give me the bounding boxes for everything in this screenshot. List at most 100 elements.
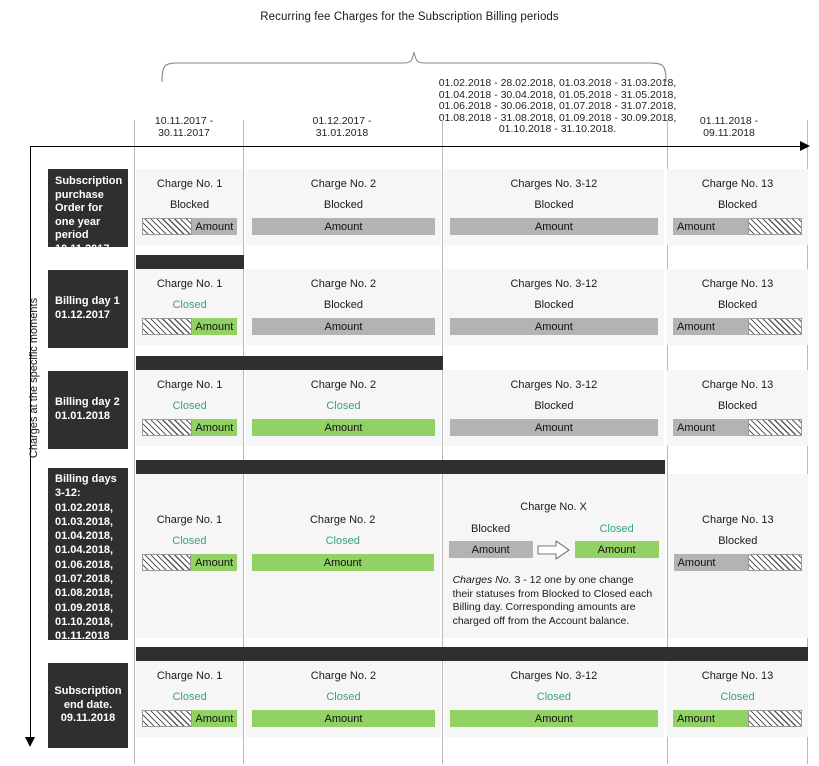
cell-charge-2[interactable]: Charge No. 2 Blocked Amount bbox=[246, 269, 441, 345]
column-tick-2 bbox=[243, 120, 244, 764]
charge-label: Charge No. X bbox=[520, 501, 587, 513]
amount-bar: Amount bbox=[449, 318, 659, 335]
amount-bar: Amount bbox=[673, 710, 802, 727]
amount-value: Amount bbox=[251, 554, 434, 571]
time-axis-line bbox=[30, 146, 808, 147]
amount-value: Amount bbox=[673, 419, 748, 436]
status-badge: Closed bbox=[325, 535, 360, 547]
charge-label: Charges No. 3-12 bbox=[510, 670, 598, 682]
status-badge: Closed bbox=[172, 535, 207, 547]
charge-label: Charge No. 1 bbox=[156, 514, 223, 526]
amount-value: Amount bbox=[448, 541, 533, 558]
charge-label: Charge No. 1 bbox=[156, 379, 223, 391]
amount-value: Amount bbox=[191, 419, 238, 436]
time-axis-arrow-icon bbox=[800, 141, 810, 151]
status-badge: Blocked bbox=[323, 199, 364, 211]
amount-bar: Amount bbox=[142, 710, 238, 727]
amount-bar-from: Amount bbox=[448, 541, 533, 558]
hatch-segment-icon bbox=[747, 419, 802, 436]
charge-label: Charge No. 1 bbox=[156, 670, 223, 682]
table-row: Charge No. 1 Closed Amount Charge No. 2 … bbox=[136, 460, 808, 647]
moment-label-day1: Billing day 1 01.12.2017 bbox=[48, 270, 128, 348]
charge-label: Charge No. 13 bbox=[701, 670, 774, 682]
amount-bar: Amount bbox=[142, 318, 238, 335]
cell-charge-transition[interactable]: Charge No. X Blocked Amount bbox=[442, 474, 665, 638]
amount-bar-to: Amount bbox=[574, 541, 659, 558]
cell-charge-13[interactable]: Charge No. 13 Blocked Amount bbox=[667, 169, 808, 245]
amount-bar: Amount bbox=[252, 710, 435, 727]
column-tick-1 bbox=[134, 120, 135, 764]
cell-charge-13[interactable]: Charge No. 13 Blocked Amount bbox=[667, 474, 808, 638]
moment-label-day2: Billing day 2 01.01.2018 bbox=[48, 371, 128, 449]
amount-value: Amount bbox=[252, 218, 435, 235]
status-badge: Blocked bbox=[323, 299, 364, 311]
cell-charge-3-12[interactable]: Charges No. 3-12 Blocked Amount bbox=[443, 169, 665, 245]
cell-charge-1[interactable]: Charge No. 1 Closed Amount bbox=[136, 474, 243, 638]
moment-label-days3-12: Billing days 3-12: 01.02.2018, 01.03.201… bbox=[48, 468, 128, 642]
transition-arrow-icon bbox=[533, 523, 575, 560]
status-badge: Closed bbox=[536, 691, 572, 703]
amount-bar: Amount bbox=[673, 554, 802, 571]
status-badge-to: Closed bbox=[599, 523, 634, 535]
cell-charge-13[interactable]: Charge No. 13 Blocked Amount bbox=[667, 269, 808, 345]
row-marker-bar bbox=[136, 255, 244, 269]
cell-charge-13[interactable]: Charge No. 13 Blocked Amount bbox=[667, 370, 808, 446]
cell-charge-2[interactable]: Charge No. 2 Closed Amount bbox=[246, 661, 441, 737]
cell-charge-1[interactable]: Charge No. 1 Closed Amount bbox=[136, 370, 244, 446]
hatch-segment-icon bbox=[747, 318, 802, 335]
charge-label: Charge No. 13 bbox=[701, 178, 774, 190]
charge-label: Charge No. 13 bbox=[701, 379, 774, 391]
status-badge-from: Blocked bbox=[471, 523, 511, 535]
amount-bar: Amount bbox=[142, 218, 238, 235]
charge-label: Charges No. 3-12 bbox=[510, 379, 598, 391]
cell-charge-2[interactable]: Charge No. 2 Closed Amount bbox=[245, 474, 440, 638]
amount-value: Amount bbox=[191, 554, 237, 571]
charge-label: Charge No. 13 bbox=[701, 278, 774, 290]
y-axis-label: Charges at the specific moments bbox=[28, 297, 40, 459]
table-row: Charge No. 1 Closed Amount Charge No. 2 … bbox=[136, 356, 808, 460]
moments-axis-line bbox=[30, 146, 31, 740]
note-prefix: Charges No. bbox=[452, 574, 512, 586]
column-tick-3 bbox=[442, 120, 443, 764]
period-caption-col4: 01.11.2018 - 09.11.2018 bbox=[699, 115, 759, 139]
cell-charge-3-12[interactable]: Charges No. 3-12 Closed Amount bbox=[443, 661, 665, 737]
cell-charge-2[interactable]: Charge No. 2 Blocked Amount bbox=[246, 169, 441, 245]
cell-charge-1[interactable]: Charge No. 1 Closed Amount bbox=[136, 269, 244, 345]
charge-label: Charge No. 2 bbox=[310, 379, 377, 391]
amount-value: Amount bbox=[449, 710, 659, 727]
status-badge: Blocked bbox=[717, 400, 758, 412]
status-badge: Blocked bbox=[718, 535, 758, 547]
status-badge: Closed bbox=[326, 400, 361, 412]
status-badge: Blocked bbox=[534, 400, 574, 412]
period-caption-col2: 01.12.2017 - 31.01.2018 bbox=[312, 115, 372, 139]
amount-value: Amount bbox=[252, 419, 435, 436]
amount-value: Amount bbox=[191, 218, 238, 235]
amount-bar: Amount bbox=[673, 419, 802, 436]
amount-value: Amount bbox=[191, 710, 238, 727]
amount-value: Amount bbox=[191, 318, 238, 335]
charge-label: Charge No. 2 bbox=[309, 514, 376, 526]
cell-charge-2[interactable]: Charge No. 2 Closed Amount bbox=[246, 370, 441, 446]
status-badge: Closed bbox=[720, 691, 755, 703]
amount-bar: Amount bbox=[252, 419, 435, 436]
status-badge: Closed bbox=[172, 299, 207, 311]
amount-bar: Amount bbox=[142, 554, 237, 571]
table-row: Charge No. 1 Closed Amount Charge No. 2 … bbox=[136, 647, 808, 757]
row-marker-bar bbox=[136, 647, 808, 661]
hatch-segment-icon bbox=[142, 218, 192, 235]
cell-charge-1[interactable]: Charge No. 1 Blocked Amount bbox=[136, 169, 244, 245]
table-row: Charge No. 1 Blocked Amount Charge No. 2… bbox=[136, 155, 808, 255]
amount-value: Amount bbox=[673, 710, 748, 727]
moments-axis-arrow-icon bbox=[25, 737, 35, 747]
cell-charge-1[interactable]: Charge No. 1 Closed Amount bbox=[136, 661, 244, 737]
amount-value: Amount bbox=[252, 318, 435, 335]
hatch-segment-icon bbox=[142, 554, 192, 571]
hatch-segment-icon bbox=[142, 318, 192, 335]
status-badge: Blocked bbox=[534, 199, 574, 211]
cell-charge-13[interactable]: Charge No. 13 Closed Amount bbox=[667, 661, 808, 737]
cell-charge-3-12[interactable]: Charges No. 3-12 Blocked Amount bbox=[443, 370, 665, 446]
amount-bar: Amount bbox=[449, 419, 659, 436]
status-badge: Blocked bbox=[170, 199, 210, 211]
cell-charge-3-12[interactable]: Charges No. 3-12 Blocked Amount bbox=[443, 269, 665, 345]
hatch-segment-icon bbox=[142, 710, 192, 727]
